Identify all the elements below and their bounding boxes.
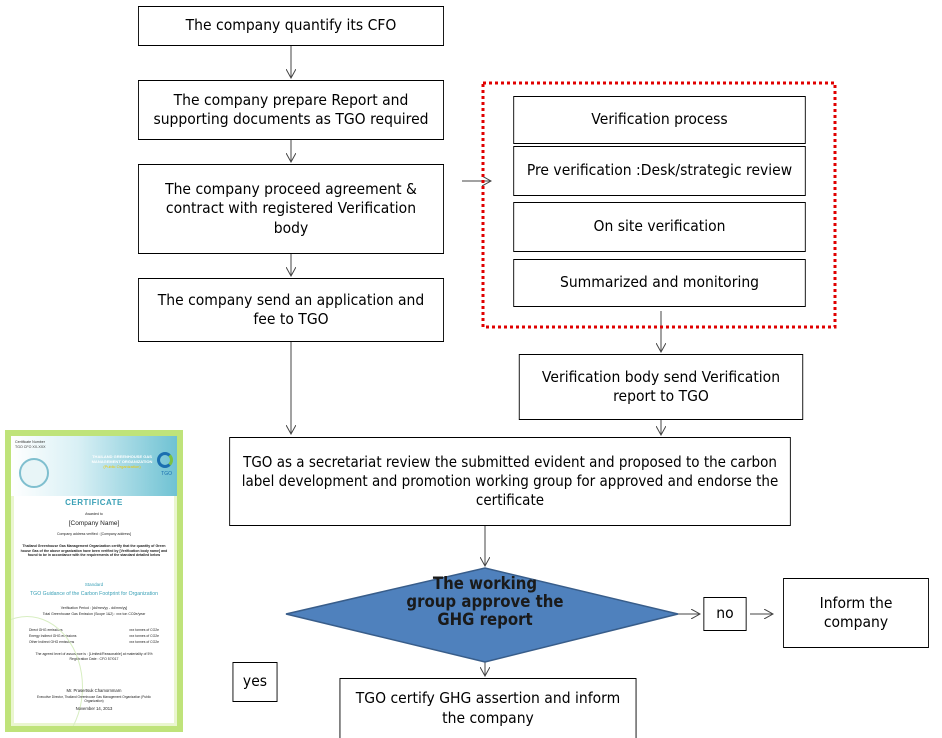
step-agreement-line-1: The company proceed agreement & [165, 179, 417, 198]
decision-line-3: GHG report [437, 609, 533, 630]
verification-report-line-2: report to TGO [613, 387, 709, 405]
decision-label: The working group approve the GHG report [393, 574, 578, 630]
certificate-row-value: xxx tonnes of CO2e [129, 640, 159, 644]
certificate-image: Certificate Number TGO CFO XX-XXX THAILA… [5, 430, 183, 732]
step-prepare-line-1: The company prepare Report and [173, 90, 409, 109]
certificate-number-value: TGO CFO XX-XXX [15, 445, 46, 449]
verification-onsite-text: On site verification [593, 217, 726, 236]
verification-title-text: Verification process [591, 110, 728, 129]
certificate-awarded: Awarded to [85, 512, 103, 516]
certificate-period: Verification Period : [dd/mm/yy - dd/mm/… [60, 606, 128, 610]
certificate-address: Company address verified : [Company addr… [57, 532, 131, 536]
tgo-review-line-3: certificate [475, 490, 545, 509]
inform-box: Inform the company [783, 578, 929, 648]
step-quantify-box: The company quantify its CFO [138, 6, 444, 46]
inform-line-1: Inform the [819, 593, 893, 612]
yes-label-text: yes [242, 672, 268, 691]
verification-pre-box: Pre verification :Desk/strategic review [513, 146, 806, 196]
no-label-box: no [703, 597, 747, 631]
step-agreement-line-2: contract with registered Verification [165, 199, 417, 218]
step-agreement-box: The company proceed agreement & contract… [138, 164, 444, 254]
certificate-date: November 14, 2013 [75, 706, 113, 711]
certificate-assurance: The agreed level of assurance is : [Limi… [35, 652, 153, 656]
decision-line-1: The working [432, 574, 538, 594]
decision-diamond [285, 567, 679, 663]
verification-report-line-1: Verification body send Verification [541, 367, 781, 386]
step-application-line-1: The company send an application and [157, 290, 425, 309]
verification-summary-text: Summarized and monitoring [559, 273, 760, 292]
tgo-logo-icon [157, 452, 173, 468]
certify-box: TGO certify GHG assertion and inform the… [339, 678, 637, 738]
inform-line-2: company [823, 613, 889, 631]
certificate-row-value: xxx tonnes of CO2e [129, 634, 159, 638]
verification-report-box: Verification body send Verification repo… [518, 354, 804, 420]
yes-label-box: yes [232, 662, 278, 702]
certificate-number-label: Certificate Number [15, 440, 45, 444]
step-prepare-line-2: supporting documents as TGO required [153, 110, 429, 128]
certificate-signer: Mr. Prasertsuk Chamornmarn [66, 688, 122, 693]
tgo-logo-text: TGO [161, 471, 172, 477]
certificate-guidance: TGO Guidance of the Carbon Footprint for… [29, 591, 159, 597]
step-application-box: The company send an application and fee … [138, 278, 444, 342]
certificate-signer-title: Executive Director, Thailand Greenhouse … [37, 695, 151, 703]
certify-line-2: the company [442, 708, 534, 727]
decision-line-2: group approve the [406, 591, 564, 612]
certificate-title: CERTIFICATE [65, 498, 123, 507]
certificate-seal-icon [19, 458, 49, 488]
no-label-text: no [716, 604, 734, 623]
tgo-review-line-1: TGO as a secretariat review the submitte… [243, 453, 777, 472]
certificate-row-value: xxx tonnes of CO2e [129, 628, 159, 632]
certify-line-1: TGO certify GHG assertion and inform [355, 689, 621, 708]
verification-title-box: Verification process [513, 96, 806, 144]
certificate-registration: Registration Date : CFO 57/017 [69, 657, 119, 661]
verification-pre-text: Pre verification :Desk/strategic review [526, 161, 793, 180]
certificate-standard: Standard [84, 582, 104, 587]
step-agreement-line-3: body [273, 218, 309, 237]
certificate-company: [Company Name] [68, 520, 120, 527]
certificate-org-title: THAILAND GREENHOUSE GAS MANAGEMENT ORGAN… [91, 454, 153, 465]
tgo-review-box: TGO as a secretariat review the submitte… [229, 437, 791, 526]
verification-group-outline [481, 81, 837, 329]
certificate-org-sub: (Public Organization) [103, 464, 141, 470]
verification-onsite-box: On site verification [513, 202, 806, 252]
certificate-body: Thailand Greenhouse Gas Management Organ… [20, 544, 168, 558]
certificate-total: Total Greenhouse Gas Emission (Scope 1&2… [42, 612, 146, 616]
certificate-org-name: THAILAND GREENHOUSE GAS MANAGEMENT ORGAN… [87, 454, 157, 470]
step-quantify-text: The company quantify its CFO [185, 16, 397, 35]
step-prepare-box: The company prepare Report and supportin… [138, 80, 444, 140]
verification-summary-box: Summarized and monitoring [513, 259, 806, 307]
tgo-review-line-2: label development and promotion working … [241, 472, 779, 491]
step-application-line-2: fee to TGO [253, 310, 329, 328]
